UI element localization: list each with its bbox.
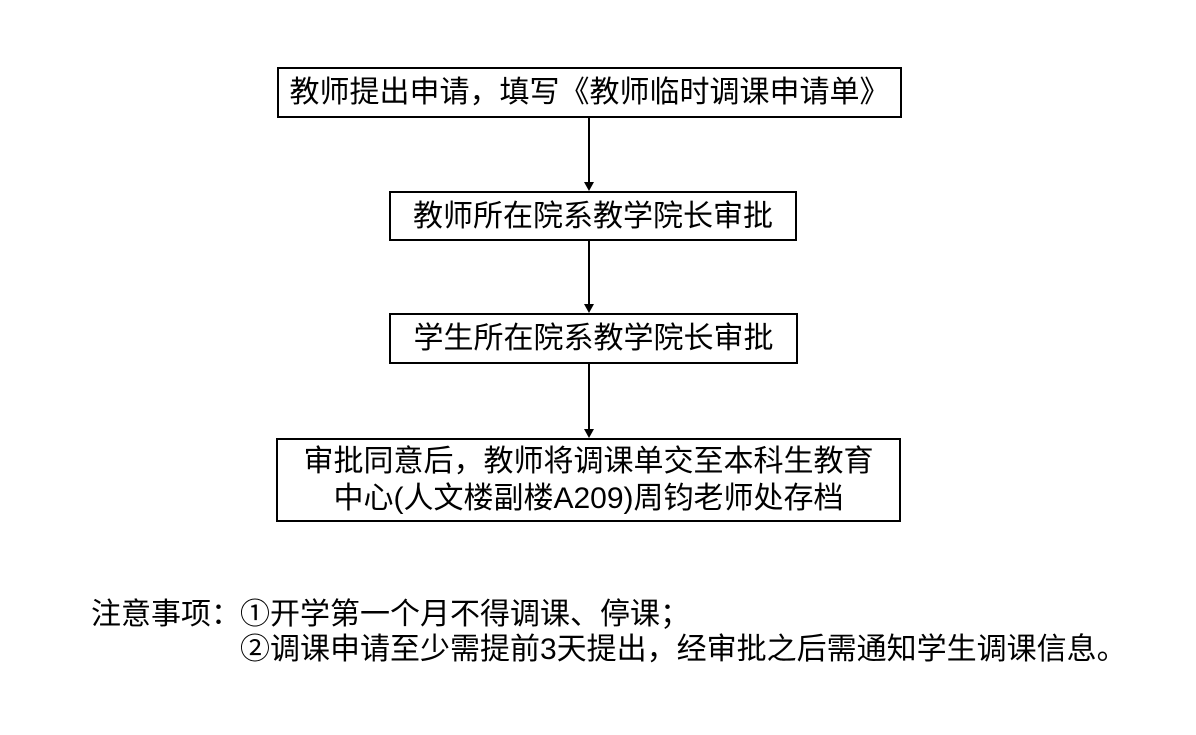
arrow-line — [588, 240, 590, 304]
flow-step-apply: 教师提出申请，填写《教师临时调课申请单》 — [277, 67, 902, 118]
arrow-line — [588, 118, 590, 182]
arrow-head — [584, 182, 594, 191]
notes-label: 注意事项： — [91, 598, 241, 631]
notes-list: ①开学第一个月不得调课、停课； ②调课申请至少需提前3天提出，经审批之后需通知学… — [240, 597, 1127, 667]
notes-section: 注意事项： ①开学第一个月不得调课、停课； ②调课申请至少需提前3天提出，经审批… — [91, 597, 1127, 667]
flow-step-teacher-dean-approval: 教师所在院系教学院长审批 — [389, 191, 797, 241]
note-item-1: ①开学第一个月不得调课、停课； — [240, 598, 690, 631]
flow-step-apply-text: 教师提出申请，填写《教师临时调课申请单》 — [289, 76, 890, 109]
flow-step-archive: 审批同意后，教师将调课单交至本科生教育 中心(人文楼副楼A209)周钧老师处存档 — [276, 438, 901, 522]
flow-step-archive-line-2: 中心(人文楼副楼A209)周钧老师处存档 — [333, 482, 844, 515]
flow-step-archive-line-1: 审批同意后，教师将调课单交至本科生教育 — [303, 445, 874, 478]
note-item-2: ②调课申请至少需提前3天提出，经审批之后需通知学生调课信息。 — [240, 633, 1127, 666]
flow-step-student-dean-approval: 学生所在院系教学院长审批 — [389, 313, 798, 364]
arrow-down-icon — [583, 118, 595, 191]
flow-step-teacher-dean-approval-text: 教师所在院系教学院长审批 — [413, 199, 773, 233]
flow-step-student-dean-approval-text: 学生所在院系教学院长审批 — [413, 322, 774, 355]
arrow-head — [584, 429, 594, 438]
arrow-down-icon — [583, 240, 595, 313]
arrow-down-icon — [583, 364, 595, 438]
arrow-line — [588, 364, 590, 429]
arrow-head — [584, 304, 594, 313]
